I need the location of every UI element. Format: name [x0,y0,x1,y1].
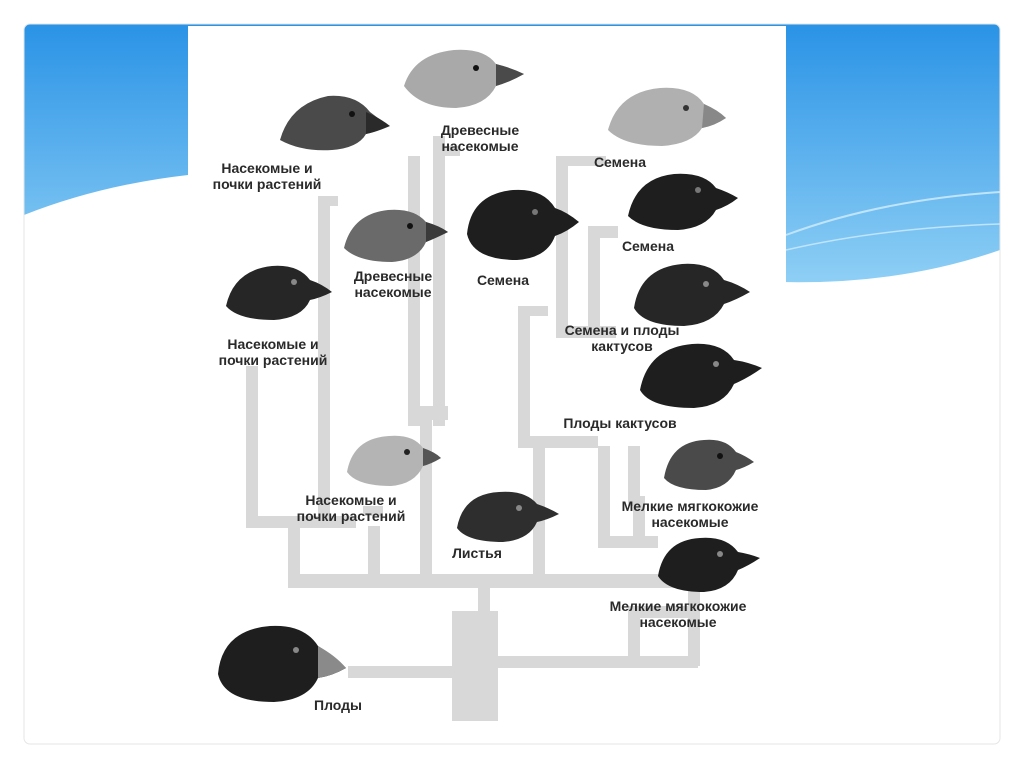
diet-label: Листья [452,545,502,561]
tree-branch [518,436,598,448]
finch-head-icon [467,189,579,260]
finch-head-icon [344,209,448,262]
diet-label: Насекомые и почки растений [218,336,328,368]
diet-label: Мелкие мягкокожие насекомые [621,498,759,530]
tree-branch [588,226,600,336]
finch-head-icon [628,173,738,230]
finch-head-icon [664,439,754,490]
tree-branch [598,536,658,548]
tree-branch [588,226,618,238]
tree-branch [518,306,548,316]
tree-branch [246,366,258,526]
banner-wave [785,191,1001,236]
finch-head-icon [280,95,390,151]
finch-head-icon [218,625,346,702]
finch-head-icon [658,537,760,592]
finch-head-icon [404,49,524,108]
tree-branch [288,526,300,588]
tree-branch [368,526,380,576]
finch-head-icon [457,491,559,542]
tree-branch [556,156,568,336]
finch-head-icon [347,435,441,486]
tree-branch [598,446,610,546]
finch-head-icon [634,263,750,326]
tree-branch [478,586,490,616]
diet-label: Древесные насекомые [353,268,433,300]
tree-branch [408,406,448,420]
tree-branch [288,574,708,588]
diet-label: Насекомые и почки растений [296,492,406,524]
slide-frame [23,23,1001,745]
tree-branch [633,496,645,546]
finch-head-icon [640,343,762,408]
diet-label: Древесные насекомые [440,122,520,154]
tree-branch [246,516,356,528]
diet-label: Мелкие мягкокожие насекомые [609,598,747,630]
tree-branch [348,666,468,678]
finch-head-icon [608,87,726,146]
tree-branch [556,326,616,338]
tree-branch [318,196,338,206]
banner-wave [785,223,1001,251]
tree-branch [363,506,383,516]
diet-label: Семена [593,154,647,170]
tree-branch [628,446,640,506]
finch-head-icon [226,265,332,320]
tree-branch [433,136,445,426]
tree-branch [628,606,698,618]
tree-branch [518,306,530,446]
diet-label: Семена и плоды кактусов [564,322,680,354]
tree-branch [488,656,698,668]
diet-label: Насекомые и почки растений [212,160,322,192]
tree-branch [556,156,606,166]
diet-label: Плоды [314,697,362,713]
diet-label: Семена [476,272,530,288]
tree-branch [440,146,460,156]
tree-branch [628,606,640,666]
diet-label: Плоды кактусов [563,415,677,431]
phylogenetic-tree [246,136,708,721]
tree-branch [318,196,330,516]
diet-label: Семена [621,238,675,254]
